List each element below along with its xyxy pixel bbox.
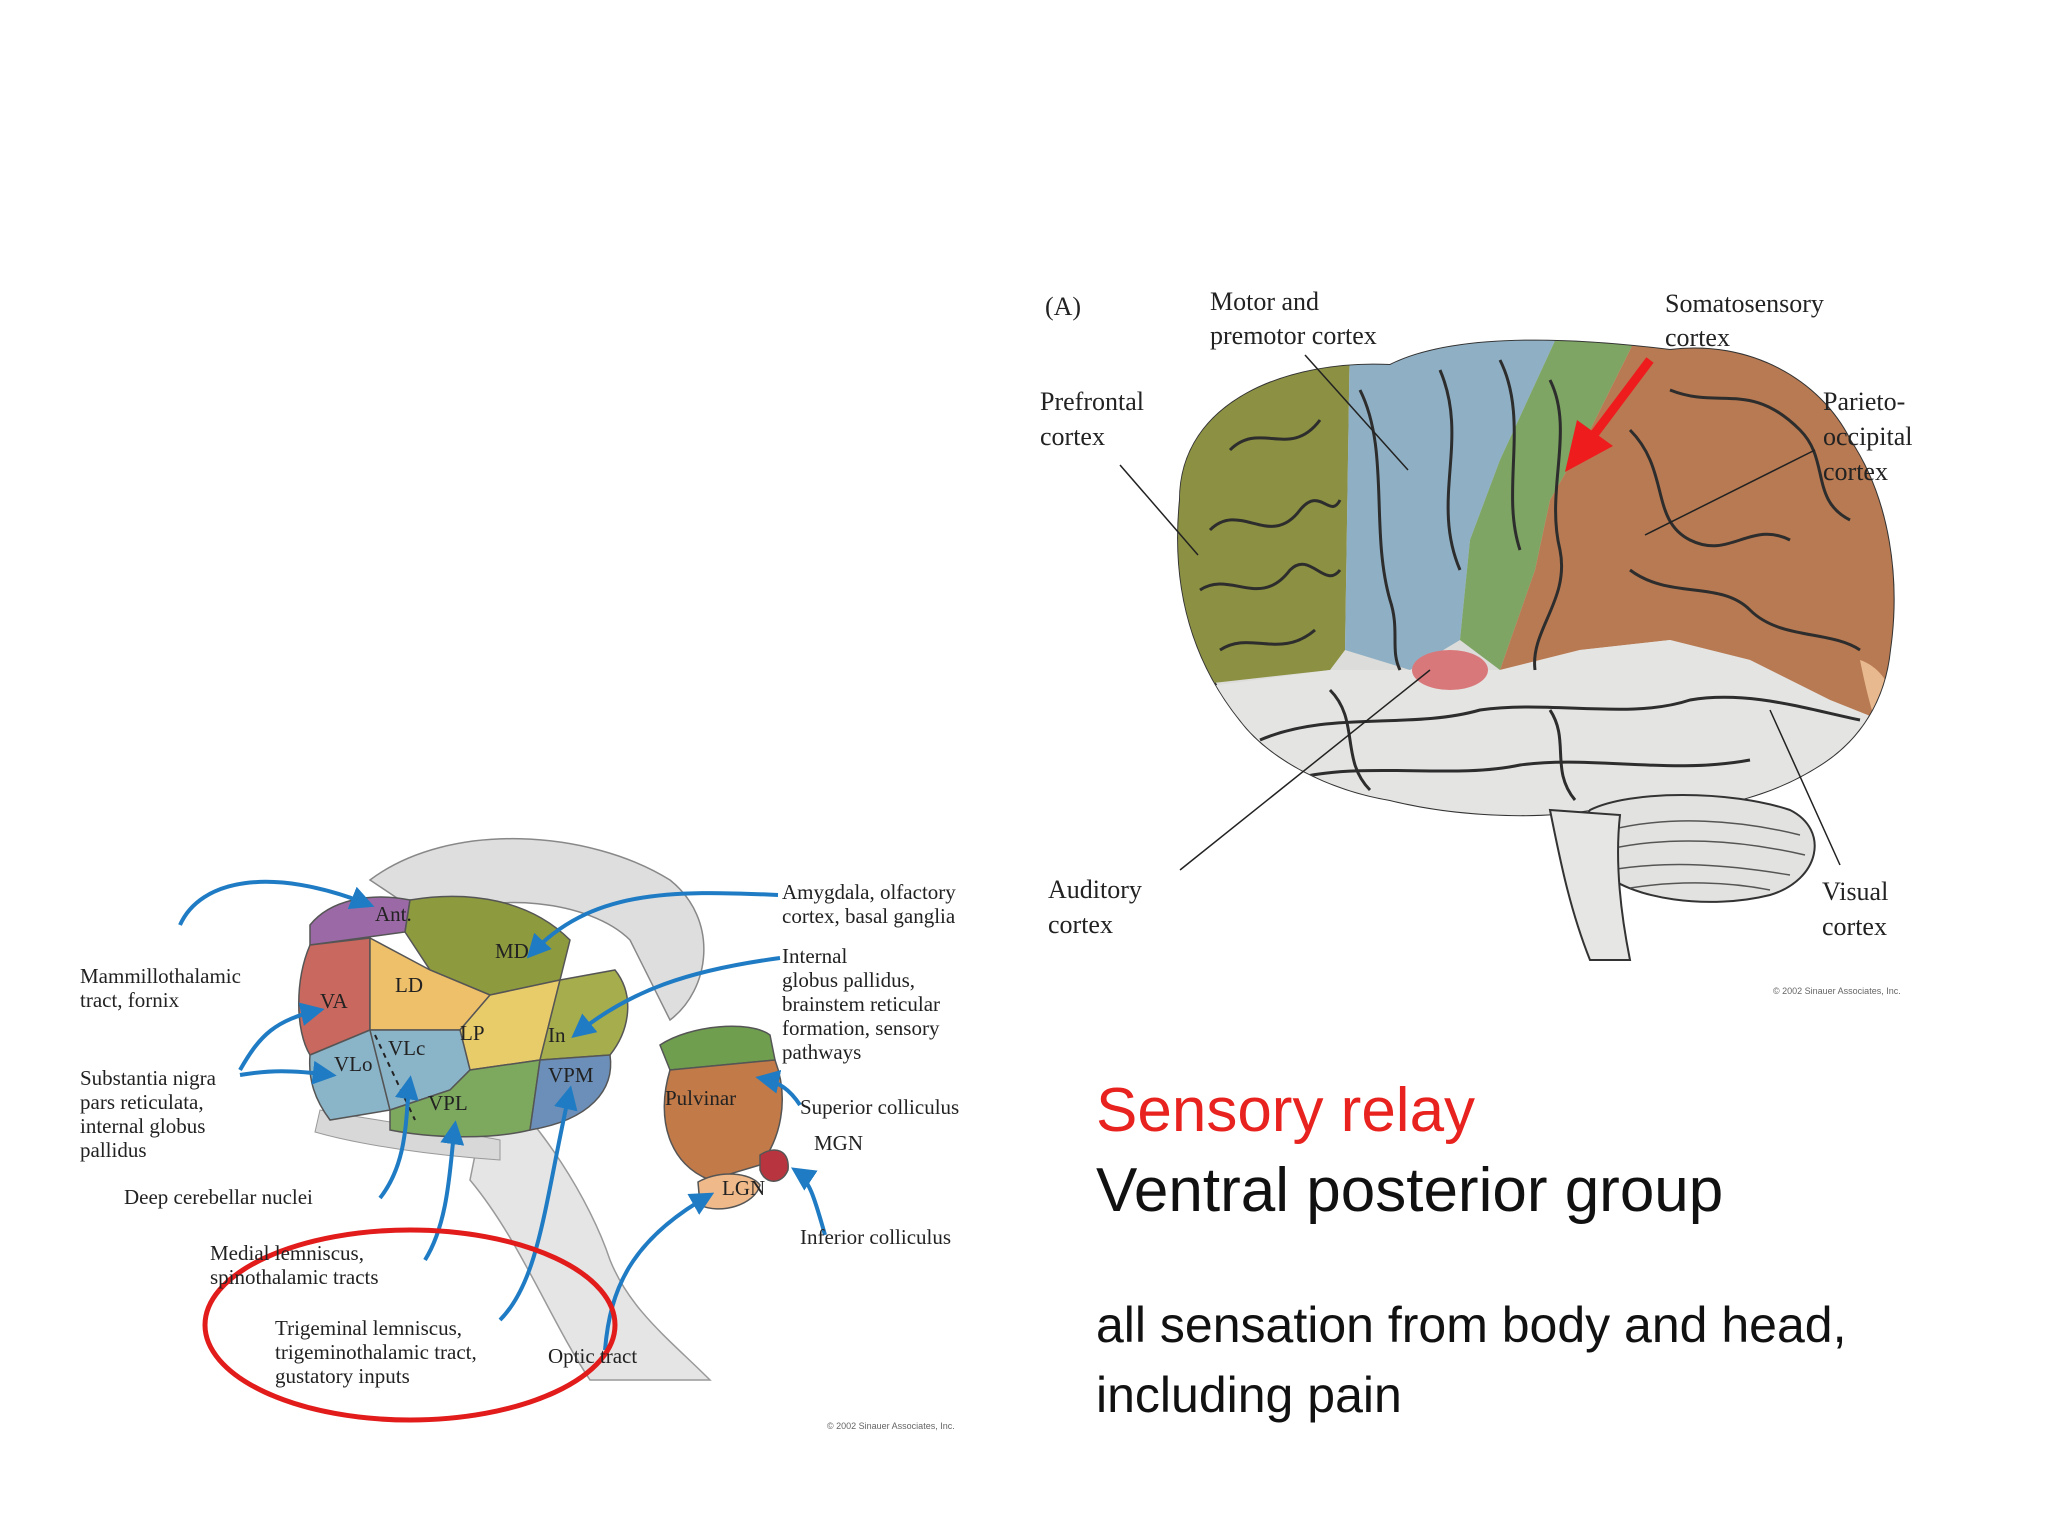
arrow-medial: [423, 1120, 465, 1262]
label-ld: LD: [395, 973, 423, 997]
label-lp: LP: [460, 1021, 485, 1045]
highlight-circle: [202, 1227, 618, 1423]
label-optic: Optic tract: [548, 1344, 637, 1368]
somatosensory-label: Somatosensory: [1665, 289, 1824, 318]
label-mgn: MGN: [814, 1131, 863, 1155]
posterior-nuclei: [659, 1025, 789, 1210]
arrow-substantia-2: [239, 1060, 337, 1085]
label-lgn: LGN: [722, 1176, 765, 1200]
label-vpl: VPL: [428, 1091, 468, 1115]
arrow-deep: [378, 1075, 419, 1200]
label-trigeminal: Trigeminal lemniscus,: [275, 1316, 462, 1340]
label-medial: Medial lemniscus,: [210, 1241, 364, 1265]
arrow-optic: [603, 1192, 715, 1351]
brainstem-shape: [469, 1078, 712, 1381]
label-vlo: VLo: [334, 1052, 373, 1076]
auditory-label: Auditory: [1048, 875, 1142, 904]
label-inferior: Inferior colliculus: [800, 1225, 951, 1249]
label-amygdala: cortex, basal ganglia: [782, 904, 956, 928]
motor-region: [1345, 340, 1560, 670]
label-trigeminal: gustatory inputs: [275, 1364, 410, 1388]
parieto-label: cortex: [1823, 457, 1888, 486]
label-vpm: VPM: [548, 1063, 594, 1087]
thalamus-diagram: Ant. MD LD VA LP In VLo VLc VPL VPM Pulv…: [80, 837, 959, 1431]
brain-leader-lines: [1119, 354, 1841, 871]
thalamus-copyright: © 2002 Sinauer Associates, Inc.: [827, 1421, 955, 1431]
label-internal: formation, sensory: [782, 1016, 940, 1040]
label-amygdala: Amygdala, olfactory: [782, 880, 956, 904]
pathway-labels: Mammillothalamic tract, fornix Substanti…: [80, 880, 959, 1431]
prefrontal-label: Prefrontal: [1040, 387, 1144, 416]
arrow-substantia-1: [238, 1002, 325, 1071]
label-mammillo: tract, fornix: [80, 988, 180, 1012]
motor-label: Motor and: [1210, 287, 1319, 316]
body-line: including pain: [1096, 1367, 1402, 1423]
body-line: all sensation from body and head,: [1096, 1297, 1847, 1353]
pulvinar-cap: [659, 1025, 776, 1071]
label-md: MD: [495, 939, 529, 963]
arrow-internal: [571, 956, 781, 1039]
visual-label: Visual: [1822, 877, 1888, 906]
arrow-mammillo: [178, 879, 375, 926]
label-substantia: pars reticulata,: [80, 1090, 204, 1114]
gyri-lines: [1199, 359, 1861, 801]
heading-ventral-posterior: Ventral posterior group: [1096, 1156, 1724, 1225]
nucleus-vlo: [308, 1028, 391, 1121]
label-substantia: pallidus: [80, 1138, 147, 1162]
nucleus-labels: Ant. MD LD VA LP In VLo VLc VPL VPM Pulv…: [320, 902, 863, 1200]
label-va: VA: [320, 989, 348, 1013]
label-substantia: Substantia nigra: [80, 1066, 217, 1090]
striatum-shell: [368, 837, 705, 1022]
parieto-label: occipital: [1823, 422, 1913, 451]
arrow-superior: [755, 1070, 802, 1107]
label-superior: Superior colliculus: [800, 1095, 959, 1119]
label-deep: Deep cerebellar nuclei: [124, 1185, 313, 1209]
motor-label: premotor cortex: [1210, 321, 1377, 350]
label-ant: Ant.: [375, 902, 412, 926]
heading-sensory-relay: Sensory relay: [1096, 1076, 1476, 1145]
label-medial: spinothalamic tracts: [210, 1265, 379, 1289]
prefrontal-region: [1178, 340, 1350, 690]
somatosensory-arrow: [1565, 357, 1654, 472]
label-in: In: [548, 1023, 566, 1047]
arrow-amygdala: [526, 891, 779, 959]
cortex-diagram: (A) Motor and premotor cortex Somatosens…: [1040, 287, 1913, 996]
body-text: all sensation from body and head, includ…: [1096, 1290, 1847, 1430]
label-vlc: VLc: [388, 1036, 425, 1060]
label-internal: globus pallidus,: [782, 968, 915, 992]
nucleus-mgn: [759, 1149, 789, 1182]
parieto-label: Parieto-: [1823, 387, 1905, 416]
label-internal: Internal: [782, 944, 847, 968]
input-arrows: [178, 879, 827, 1351]
somatosensory-label: cortex: [1665, 323, 1730, 352]
label-mammillo: Mammillothalamic: [80, 964, 241, 988]
cerebellum-folia: [1604, 820, 1806, 891]
label-pulvinar: Pulvinar: [665, 1086, 736, 1110]
auditory-label: cortex: [1048, 910, 1113, 939]
brainstem: [1548, 808, 1632, 961]
prefrontal-label: cortex: [1040, 422, 1105, 451]
label-internal: pathways: [782, 1040, 861, 1064]
visual-label: cortex: [1822, 912, 1887, 941]
nucleus-pulvinar: [663, 1059, 783, 1181]
panel-label: (A): [1045, 292, 1081, 321]
label-substantia: internal globus: [80, 1114, 205, 1138]
auditory-region: [1412, 650, 1488, 690]
brain-copyright: © 2002 Sinauer Associates, Inc.: [1773, 986, 1901, 996]
arrow-inferior: [791, 1167, 827, 1236]
label-internal: brainstem reticular: [782, 992, 940, 1016]
label-trigeminal: trigeminothalamic tract,: [275, 1340, 477, 1364]
arrow-trigeminal: [498, 1085, 578, 1322]
